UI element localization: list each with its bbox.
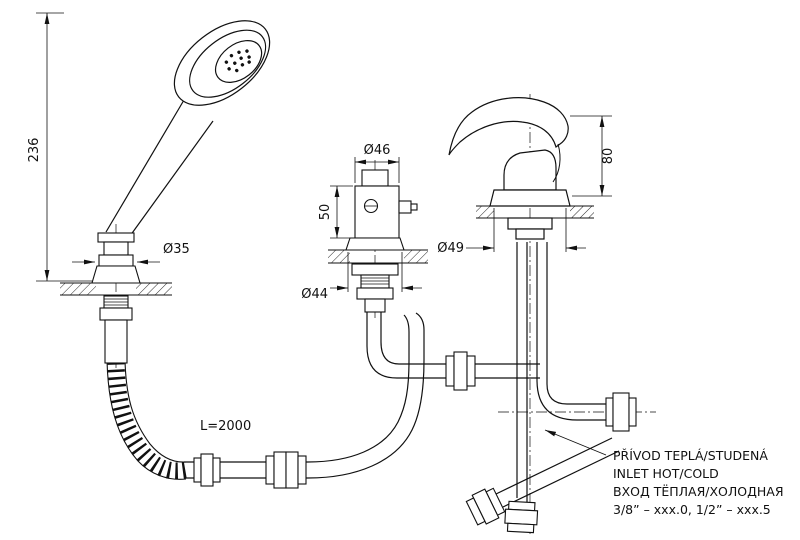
notes-block: PŘÍVOD TEPLÁ/STUDENÁ INLET HOT/COLD ВХОД… bbox=[613, 448, 784, 517]
supply-fitting-right bbox=[605, 392, 637, 432]
hand-shower bbox=[105, 20, 271, 237]
dim-valve-height-label: 50 bbox=[318, 204, 333, 221]
dim-holder-diameter-label: Ø35 bbox=[163, 242, 190, 257]
deck-right bbox=[476, 205, 594, 219]
shower-hose bbox=[106, 359, 188, 480]
notes-leader-arrow bbox=[544, 429, 607, 456]
mixer bbox=[448, 97, 571, 240]
mixer-body bbox=[503, 149, 557, 191]
spray-holes bbox=[224, 49, 251, 73]
diverter-valve bbox=[345, 169, 418, 313]
pipes bbox=[184, 242, 620, 508]
supply-fitting-bottom bbox=[504, 500, 539, 534]
dimension-mixer-base-diameter bbox=[466, 208, 586, 252]
dim-shower-height-label: 236 bbox=[27, 138, 42, 163]
note-russian: ВХОД ТЁПЛАЯ/ХОЛОДНАЯ bbox=[613, 484, 784, 499]
supply-fitting-diagonal bbox=[465, 487, 506, 526]
dim-valve-base-diameter-label: Ø44 bbox=[301, 287, 328, 302]
note-thread-sizes: 3/8” – xxx.0, 1/2” – xxx.5 bbox=[613, 502, 771, 517]
shower-head bbox=[173, 20, 271, 106]
shower-holder bbox=[91, 232, 141, 364]
dimension-shower-height bbox=[36, 12, 92, 282]
pipe-union-nuts bbox=[445, 351, 476, 391]
dim-valve-top-diameter-label: Ø46 bbox=[364, 143, 391, 158]
deck-middle bbox=[328, 249, 428, 264]
note-czech: PŘÍVOD TEPLÁ/STUDENÁ bbox=[613, 448, 768, 463]
mixer-lever bbox=[448, 97, 569, 156]
hose-connectors bbox=[193, 451, 307, 489]
deck-left bbox=[60, 282, 172, 296]
dimension-mixer-height bbox=[570, 115, 612, 197]
note-english: INLET HOT/COLD bbox=[613, 466, 719, 481]
dim-mixer-height-label: 80 bbox=[601, 148, 616, 165]
dim-mixer-base-diameter-label: Ø49 bbox=[437, 241, 464, 256]
dimension-valve-base-diameter bbox=[330, 252, 422, 292]
dimension-valve-top-diameter bbox=[354, 157, 400, 183]
hose-length-label: L=2000 bbox=[200, 419, 251, 434]
dimension-valve-height bbox=[330, 185, 353, 239]
